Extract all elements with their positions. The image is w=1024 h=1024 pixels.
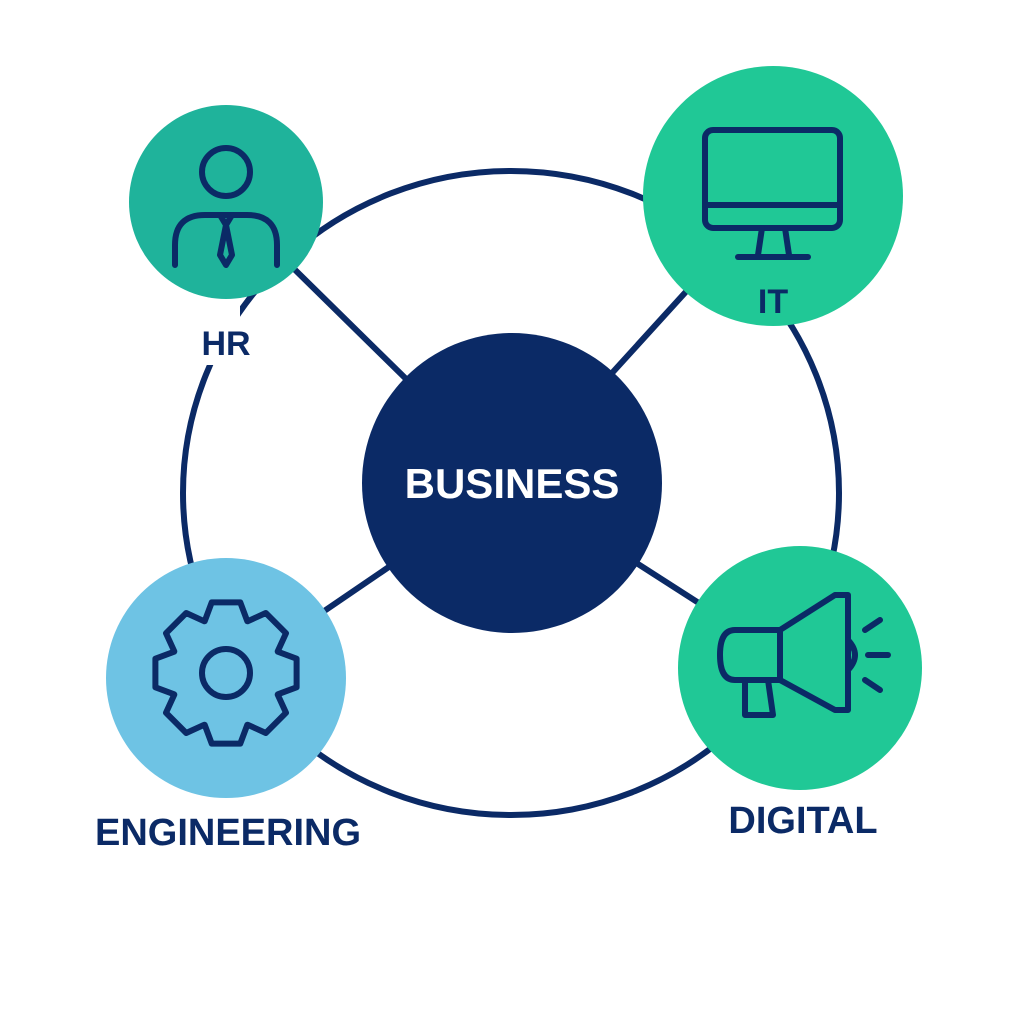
node-engineering: ENGINEERING (95, 558, 361, 854)
hr-label: HR (201, 325, 250, 363)
digital-label: DIGITAL (728, 800, 877, 842)
person-tie-icon (172, 145, 280, 268)
node-digital: DIGITAL (678, 546, 922, 842)
node-hr: HR (129, 105, 323, 363)
center-label: BUSINESS (405, 460, 620, 507)
it-label: IT (758, 283, 788, 321)
monitor-icon (702, 127, 843, 260)
center-node-business: BUSINESS (362, 333, 662, 633)
megaphone-icon (717, 592, 891, 718)
node-it: IT (643, 66, 903, 326)
engineering-label: ENGINEERING (95, 812, 361, 854)
gear-icon (152, 599, 300, 747)
